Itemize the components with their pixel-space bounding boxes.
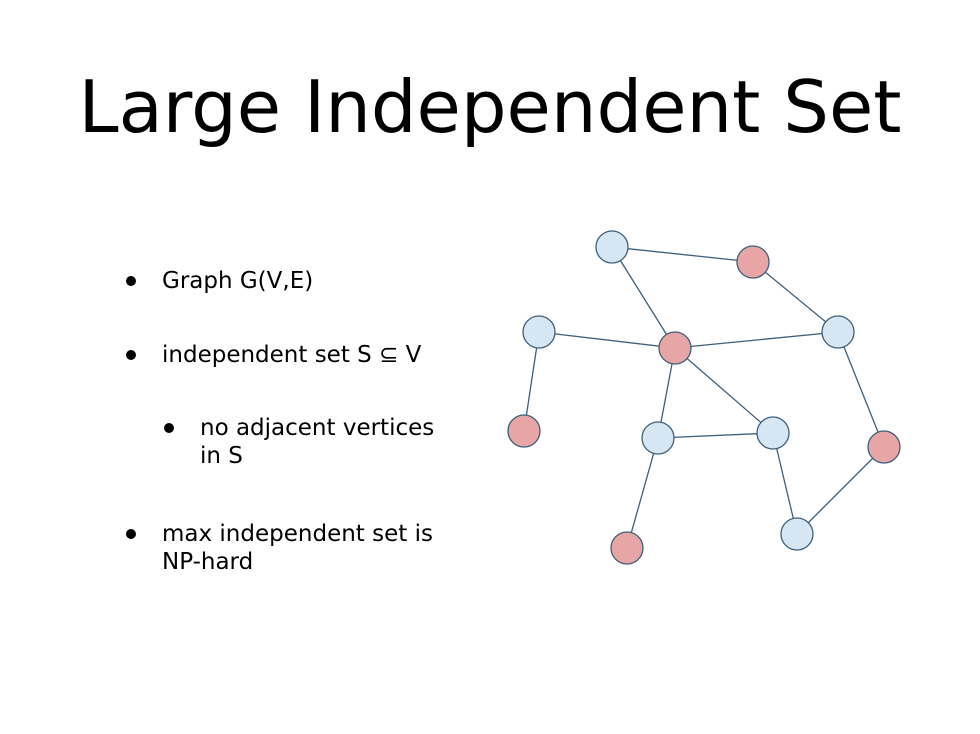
bullet-dot-icon bbox=[126, 276, 136, 286]
bullet-item: max independent set is NP-hard bbox=[126, 520, 462, 576]
graph-vertex-in-set bbox=[507, 414, 541, 448]
graph-edge bbox=[772, 432, 798, 535]
graph-edges bbox=[523, 246, 885, 549]
graph-edge bbox=[837, 331, 885, 448]
bullet-dot-icon bbox=[126, 529, 136, 539]
graph-vertex-in-set bbox=[610, 531, 644, 565]
graph-edge bbox=[538, 331, 676, 349]
bullet-dot-icon bbox=[126, 350, 136, 360]
graph-edge bbox=[626, 437, 659, 549]
graph-edge bbox=[611, 246, 676, 349]
bullet-dot-icon bbox=[164, 423, 174, 433]
bullet-list: Graph G(V,E) independent set S ⊆ V no ad… bbox=[0, 0, 480, 734]
bullet-item: independent set S ⊆ V bbox=[126, 341, 422, 369]
graph-edge bbox=[796, 446, 885, 535]
graph-vertex-in-set bbox=[867, 430, 901, 464]
graph-edge bbox=[611, 246, 754, 263]
graph-nodes bbox=[507, 230, 901, 565]
graph-vertex bbox=[641, 421, 675, 455]
graph-vertex bbox=[522, 315, 556, 349]
graph-vertex bbox=[595, 230, 629, 264]
graph-edge bbox=[752, 261, 839, 333]
graph-vertex-in-set bbox=[658, 331, 692, 365]
bullet-text: no adjacent vertices in S bbox=[200, 415, 435, 469]
graph-edge bbox=[523, 331, 540, 432]
bullet-item: Graph G(V,E) bbox=[126, 267, 314, 295]
bullet-text: Graph G(V,E) bbox=[162, 268, 314, 294]
graph-vertex-in-set bbox=[736, 245, 770, 279]
sub-bullet-item: no adjacent vertices in S bbox=[164, 414, 460, 470]
graph-vertex bbox=[756, 416, 790, 450]
graph-edge bbox=[674, 331, 839, 349]
graph-vertex bbox=[780, 517, 814, 551]
graph-edge bbox=[674, 347, 774, 434]
slide-title: Large Independent Set bbox=[78, 65, 902, 149]
graph-vertex bbox=[821, 315, 855, 349]
graph-edge bbox=[657, 432, 774, 439]
bullet-text: max independent set is NP-hard bbox=[162, 521, 433, 575]
bullet-text: independent set S ⊆ V bbox=[162, 342, 422, 368]
